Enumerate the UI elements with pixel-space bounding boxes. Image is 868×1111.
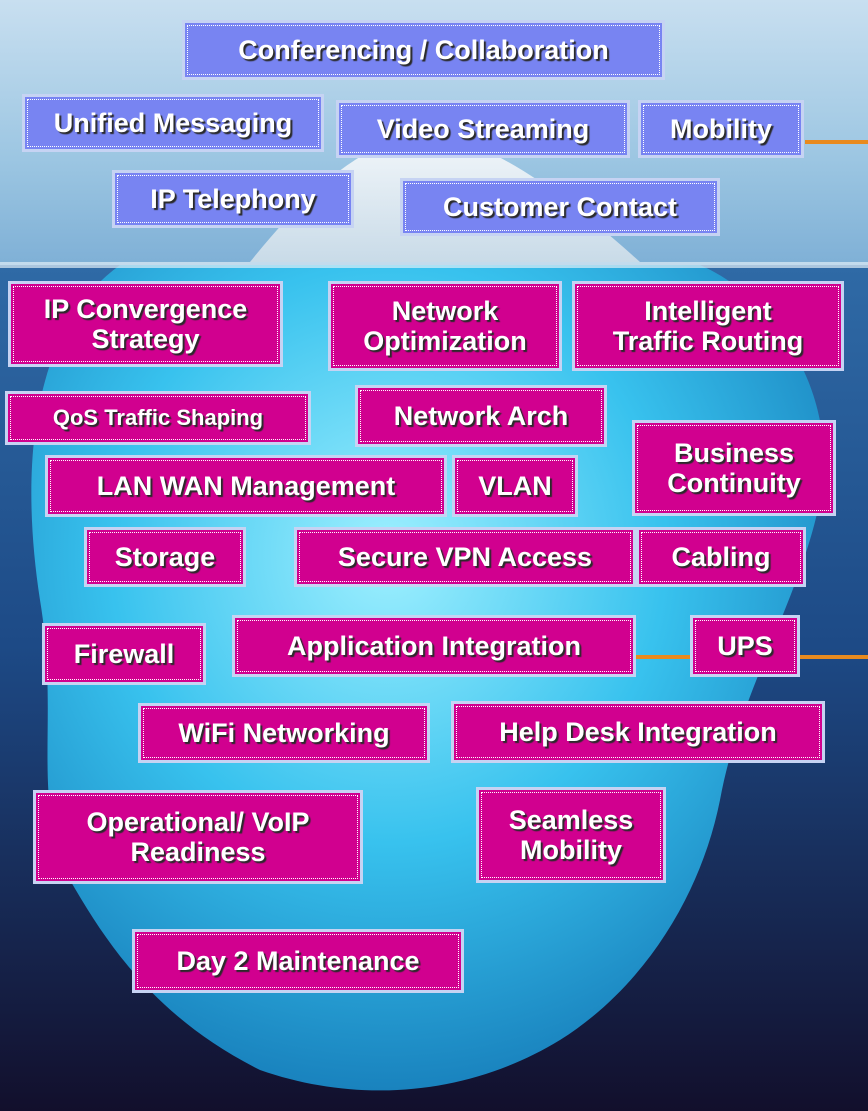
box-help-desk-integration: Help Desk Integration [451,701,825,763]
box-vlan: VLAN [452,455,578,517]
box-day-2-maintenance: Day 2 Maintenance [132,929,464,993]
box-ups: UPS [690,615,800,677]
box-business-continuity: Business Continuity [632,420,836,516]
box-seamless-mobility: Seamless Mobility [476,787,666,883]
box-network-optimization: Network Optimization [328,281,562,371]
connector-line-ups [636,655,692,659]
box-ip-telephony: IP Telephony [112,170,354,228]
box-customer-contact: Customer Contact [400,178,720,236]
box-secure-vpn-access: Secure VPN Access [294,527,636,587]
box-cabling: Cabling [636,527,806,587]
box-lan-wan-management: LAN WAN Management [45,455,447,517]
box-intelligent-traffic-routing: Intelligent Traffic Routing [572,281,844,371]
box-qos-traffic-shaping: QoS Traffic Shaping [5,391,311,445]
box-conferencing-collaboration: Conferencing / Collaboration [182,20,665,80]
box-network-arch: Network Arch [355,385,607,447]
box-ip-convergence-strategy: IP Convergence Strategy [8,281,283,367]
box-operational-voip-readiness: Operational/ VoIP Readiness [33,790,363,884]
box-storage: Storage [84,527,246,587]
box-unified-messaging: Unified Messaging [22,94,324,152]
box-application-integration: Application Integration [232,615,636,677]
connector-line-right [800,655,868,659]
box-firewall: Firewall [42,623,206,685]
connector-line-top [805,140,868,144]
box-video-streaming: Video Streaming [336,100,630,158]
box-wifi-networking: WiFi Networking [138,703,430,763]
box-mobility: Mobility [638,100,804,158]
